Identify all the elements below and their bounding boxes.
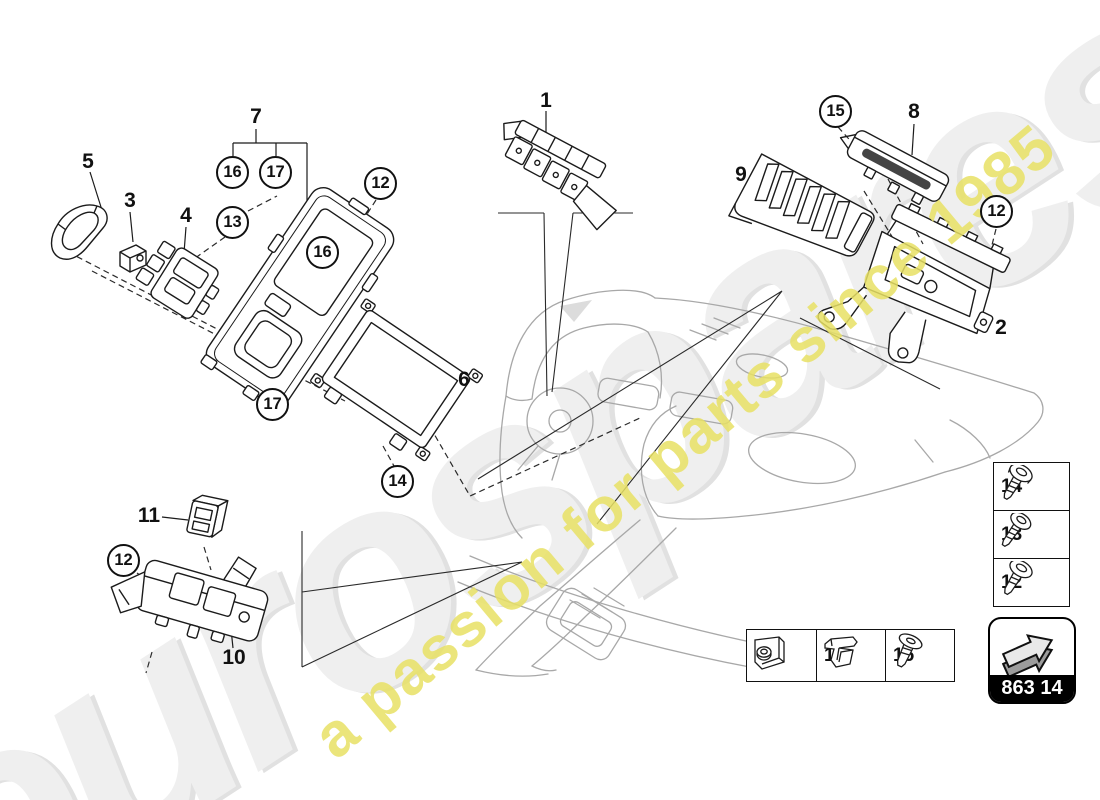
countersunk-screw-icon xyxy=(896,633,923,668)
part-5-trim-ring-drawing xyxy=(50,204,108,260)
callout-circle-12b: 12 xyxy=(107,544,140,577)
part-label-6: 6 xyxy=(458,368,470,391)
speed-nut-icon xyxy=(754,636,785,670)
retaining-clip-icon xyxy=(824,636,858,668)
fastener-legend-column: 14 13 xyxy=(993,462,1070,607)
part-label-3: 3 xyxy=(124,189,136,212)
callout-circle-13: 13 xyxy=(216,206,249,239)
part-group-code: 863 14 xyxy=(990,675,1074,702)
fastener-legend-cell-16: 16 xyxy=(816,630,885,681)
part-2-mounting-bracket-drawing xyxy=(817,202,1011,364)
direction-arrow-icon xyxy=(1001,634,1054,676)
callout-circle-16: 16 xyxy=(216,156,249,189)
fastener-legend-row: 17 16 15 xyxy=(746,629,955,682)
callout-circle-17b: 17 xyxy=(256,388,289,421)
pan-head-screw-icon xyxy=(1003,465,1033,501)
part-label-5: 5 xyxy=(82,150,94,173)
part-4-switch-module-drawing xyxy=(135,240,220,319)
part-group-badge: 863 14 xyxy=(988,617,1076,704)
part-label-1: 1 xyxy=(540,89,552,112)
part-6-display-unit-drawing xyxy=(310,298,484,462)
part-9-air-vent-drawing xyxy=(728,153,875,257)
part-label-7: 7 xyxy=(250,105,262,128)
fastener-legend-cell-12: 12 xyxy=(994,558,1069,606)
callout-circle-12c: 12 xyxy=(980,195,1013,228)
part-1-switch-strip-drawing xyxy=(503,119,617,231)
part-label-10: 10 xyxy=(222,646,246,669)
fastener-legend-cell-15: 15 xyxy=(885,630,954,681)
callout-circle-15: 15 xyxy=(819,95,852,128)
part-label-11: 11 xyxy=(137,504,161,527)
fastener-legend-cell-17: 17 xyxy=(747,630,816,681)
part-label-9: 9 xyxy=(735,163,747,186)
callout-circle-17: 17 xyxy=(259,156,292,189)
pan-head-screw-icon xyxy=(1001,513,1032,548)
callout-circle-16b: 16 xyxy=(306,236,339,269)
part-label-4: 4 xyxy=(180,204,192,227)
part-8-trim-strip-drawing xyxy=(839,130,950,205)
part-3-clip-drawing xyxy=(119,244,147,273)
fastener-legend-cell-13: 13 xyxy=(994,510,1069,558)
part-11-switch-drawing xyxy=(186,494,229,538)
part-10-console-mount-drawing xyxy=(110,556,269,644)
part-label-2: 2 xyxy=(995,316,1007,339)
callout-circle-14: 14 xyxy=(381,465,414,498)
part-label-8: 8 xyxy=(908,100,920,123)
pan-head-screw-icon xyxy=(1004,561,1033,596)
callout-circle-12: 12 xyxy=(364,167,397,200)
locating-lines xyxy=(301,212,941,668)
fastener-legend-cell-14: 14 xyxy=(994,463,1069,510)
